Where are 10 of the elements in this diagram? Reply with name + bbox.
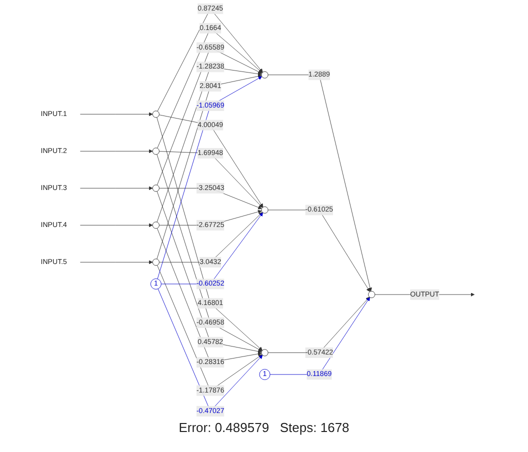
node-circle [261,349,268,356]
node-circle [152,110,160,118]
node-circle [152,148,160,155]
caption: Error: 0.489579 Steps: 1678 [178,420,350,435]
node-circle [152,222,160,229]
node-circle [261,71,268,78]
node-circle [368,291,375,298]
node-circle [152,258,160,266]
node-circle [152,184,160,192]
node-circle [261,206,268,214]
